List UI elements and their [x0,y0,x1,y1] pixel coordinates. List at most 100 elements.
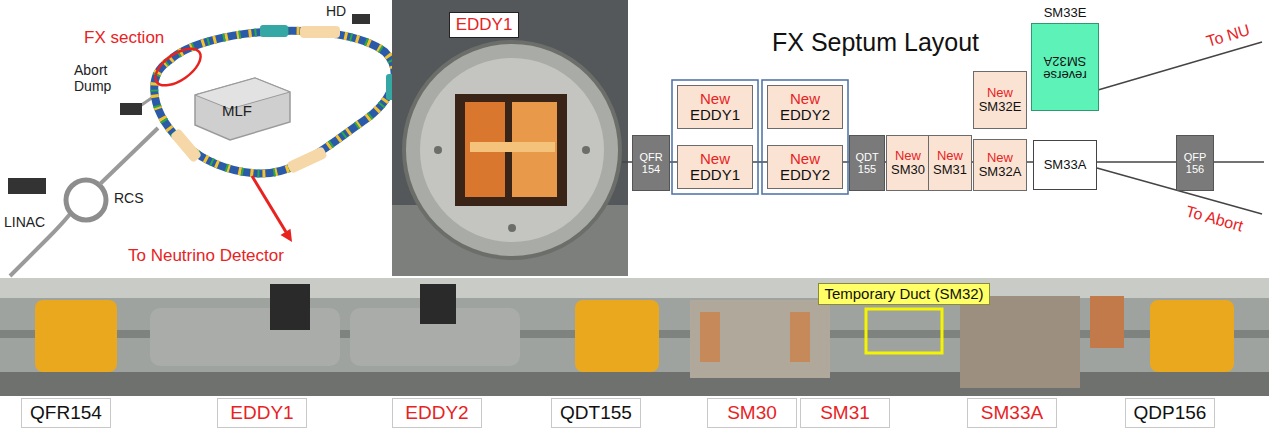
ring-map [170,128,202,163]
ring-map [154,31,394,174]
photo-title-box: EDDY1 [449,12,519,38]
quadrupole-box: QFP 156 [1176,135,1214,191]
eddy-photo [508,224,516,232]
septum-box: NewSM32A [973,139,1027,191]
facility-label: MLF [222,102,252,119]
ring-map [8,178,46,194]
node-text: SM33E [1044,6,1087,20]
beamline-photo [0,278,1269,432]
eddy-box: NewEDDY1 [677,85,753,129]
ring-map [195,78,290,140]
duct-callout: Temporary Duct (SM32) [818,283,990,306]
facility-label: RCS [114,190,144,206]
beamline-photo [420,284,456,324]
facility-label: Abort Dump [74,62,120,94]
beamline-photo [700,312,720,362]
node-text: SM33A [1044,158,1087,172]
ring-map [100,128,158,184]
part-name-box: QFR154 [21,398,111,428]
node-text: reverse SM32A [1036,53,1094,82]
quadrupole-box: QFR 154 [632,135,670,191]
eddy-photo [420,58,604,242]
direction-label: To Neutrino Detector [128,246,284,266]
ring-map [252,176,286,232]
beamline-photo [0,278,1269,396]
ring-map [154,31,394,174]
node-text: New [987,151,1013,165]
node-text: QFR154 [30,403,102,424]
eddy-photo [392,0,628,276]
node-text: QDT155 [560,403,632,424]
node-text: New [700,151,730,168]
node-text: EDDY1 [690,167,740,184]
eddy-box: NewEDDY1 [677,145,753,189]
node-text: EDDY1 [456,16,513,35]
septum-layout-lines [628,0,1269,276]
beamline-photo [0,278,1269,298]
beamline-photo [270,284,310,330]
node-text: EDDY2 [405,403,468,424]
eddy-box: NewEDDY2 [767,85,843,129]
ring-map [300,26,340,38]
node-text: SM32A [979,165,1022,179]
node-text: EDDY1 [230,403,293,424]
septum-box: NewSM30 [886,135,930,191]
eddy-photo [434,146,442,154]
node-text: SM30 [891,163,925,177]
quadrupole-box: QDT 155 [849,135,885,191]
ring-map [281,229,293,242]
node-text: New [790,91,820,108]
node-text: QDT 155 [852,151,882,175]
section-label: FX section [84,28,164,48]
ring-map [120,103,142,115]
part-name-box: QDT155 [551,398,641,428]
node-text: Temporary Duct (SM32) [824,286,983,303]
septum-layout-lines [622,0,1269,276]
panel-title: FX Septum Layout [772,28,979,57]
node-text: SM31 [820,403,870,424]
septum-box: SM33A [1033,140,1097,190]
eddy-box: NewEDDY2 [767,145,843,189]
ring-map [286,146,327,174]
node-text: SM32E [979,100,1022,114]
reversed-septum-box: SM33E reverse SM32A [1031,6,1099,118]
beamline-photo [790,312,810,362]
beamline-photo [1150,300,1234,372]
septum-body: reverse SM32A [1031,23,1099,111]
beamline-photo [690,300,830,378]
node-text: New [937,149,963,163]
node-text: EDDY1 [690,107,740,124]
beamline-photo [960,296,1080,388]
node-text: New [700,91,730,108]
beamline-photo [0,396,1269,432]
part-name-box: SM30 [707,398,797,428]
node-text: QFP 156 [1179,151,1211,175]
eddy-photo [392,0,628,276]
node-text: New [895,149,921,163]
node-text: New [987,86,1013,100]
ring-map [352,14,370,24]
septum-box: NewSM32E [973,71,1027,129]
ring-map [66,180,106,220]
septum-layout-lines [762,80,848,194]
part-name-box: EDDY1 [217,398,307,428]
node-text: SM31 [933,163,967,177]
part-name-box: SM31 [800,398,890,428]
facility-label: HD [326,3,346,19]
eddy-photo [455,94,567,206]
beamline-photo [150,308,340,366]
ring-map [154,31,394,174]
ring-map [260,25,288,37]
ring-map [149,41,207,92]
node-text: New [790,151,820,168]
part-name-box: SM33A [967,398,1057,428]
beamline-photo [575,300,659,372]
node-text: QDP156 [1134,403,1207,424]
septum-layout-lines [672,80,758,194]
part-name-box: QDP156 [1125,398,1215,428]
node-text: QFR 154 [635,151,667,175]
septum-layout-lines [1098,42,1262,90]
beamline-photo [866,309,942,353]
beamline-photo [35,300,117,372]
